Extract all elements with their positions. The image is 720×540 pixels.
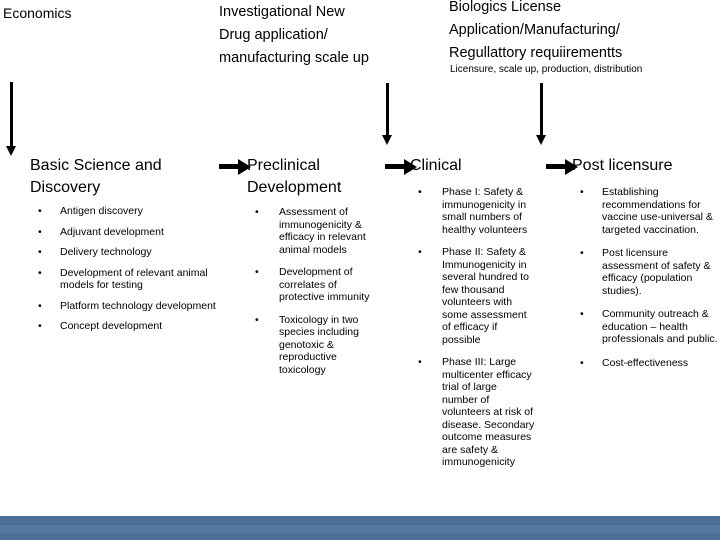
list-item: • Phase II: Safety & Immunogenicity in se… (410, 246, 535, 346)
arrow-head (238, 159, 251, 175)
list-item-label: Assessment of immunogenicity & efficacy … (279, 206, 366, 256)
list-item-label: Cost-effectiveness (602, 356, 689, 369)
list-item-label: Concept development (60, 320, 163, 332)
list-item: • Phase III: Large multicenter efficacy t… (410, 356, 535, 469)
footer-band (0, 516, 720, 540)
stage-bullet-list: • Phase I: Safety & immunogenicity in sma… (410, 186, 535, 469)
arrow-right-clinical-to-post-licensure (546, 159, 578, 175)
arrow-right-basic-to-preclinical (219, 159, 251, 175)
annotation-bla-line-1: Biologics License (449, 0, 562, 15)
arrow-down-bla (535, 83, 549, 147)
arrow-head (6, 146, 16, 156)
bullet-icon: • (580, 308, 584, 320)
bullet-icon: • (38, 266, 42, 279)
list-item-label: Phase I: Safety & immunogenicity in smal… (442, 186, 528, 236)
list-item: • Community outreach & education – health… (572, 308, 720, 346)
arrow-head (382, 135, 392, 145)
bullet-icon: • (38, 225, 42, 238)
list-item-label: Establishing recommendations for vaccine… (602, 186, 713, 236)
stage-post-licensure: Post licensure • Establishing recommendat… (572, 155, 720, 380)
bullet-icon: • (418, 356, 422, 368)
list-item-label: Delivery technology (60, 246, 152, 258)
annotation-bla-line-2: Application/Manufacturing/ (449, 22, 620, 38)
list-item-label: Development of correlates of protective … (279, 266, 370, 303)
arrow-shaft (546, 164, 568, 169)
bullet-icon: • (418, 186, 422, 198)
bullet-icon: • (418, 246, 422, 258)
annotation-ind-line-2: Drug application/ (219, 27, 328, 43)
list-item: • Assessment of immunogenicity & efficacy… (247, 206, 382, 256)
annotation-bla-subtitle: Licensure, scale up, production, distrib… (450, 64, 643, 75)
arrow-down-economics (5, 82, 19, 156)
list-item: • Toxicology in two species including gen… (247, 314, 382, 377)
bullet-icon: • (255, 206, 259, 218)
list-item-label: Phase III: Large multicenter efficacy tr… (442, 356, 535, 468)
list-item: • Delivery technology (30, 246, 225, 259)
stage-preclinical-development: Preclinical Development • Assessment of i… (247, 155, 382, 386)
bullet-icon: • (255, 313, 259, 326)
list-item: • Phase I: Safety & immunogenicity in sma… (410, 186, 535, 236)
stage-title: Post licensure (572, 157, 673, 174)
arrow-shaft (385, 164, 407, 169)
annotation-ind-line-3: manufacturing scale up (219, 50, 369, 66)
annotation-biologics-license-application: Biologics License Application/Manufactur… (449, 0, 622, 65)
bullet-icon: • (580, 356, 584, 369)
arrow-head (536, 135, 546, 145)
stage-basic-science-and-discovery: Basic Science and Discovery • Antigen dis… (30, 155, 225, 341)
list-item: • Post licensure assessment of safety & e… (572, 247, 720, 297)
arrow-shaft (540, 83, 543, 137)
arrow-right-preclinical-to-clinical (385, 159, 417, 175)
stage-title: Clinical (410, 157, 462, 174)
list-item: • Development of relevant animal models f… (30, 267, 225, 292)
stage-title: Basic Science and Discovery (30, 157, 162, 196)
bullet-icon: • (38, 320, 42, 332)
list-item: • Concept development (30, 320, 225, 333)
list-item-label: Post licensure assessment of safety & ef… (602, 247, 711, 297)
list-item: • Platform technology development (30, 300, 225, 313)
footer-band-sheen (0, 525, 720, 533)
list-item-label: Toxicology in two species including geno… (279, 313, 359, 376)
list-item: • Establishing recommendations for vaccin… (572, 186, 720, 236)
list-item: • Antigen discovery (30, 205, 225, 218)
arrow-head (404, 159, 417, 175)
list-item: • Development of correlates of protective… (247, 266, 382, 304)
bullet-icon: • (38, 205, 42, 217)
arrow-head (565, 159, 578, 175)
stage-title: Preclinical Development (247, 157, 342, 196)
bullet-icon: • (580, 247, 584, 259)
bullet-icon: • (38, 246, 42, 258)
list-item-label: Platform technology development (60, 299, 216, 312)
annotation-economics: Economics (3, 5, 72, 21)
stage-bullet-list: • Establishing recommendations for vaccin… (572, 186, 720, 369)
arrow-shaft (386, 83, 389, 137)
bullet-icon: • (255, 266, 259, 278)
stage-clinical: Clinical • Phase I: Safety & immunogenici… (410, 155, 535, 479)
bullet-icon: • (38, 299, 42, 312)
arrow-shaft (10, 82, 13, 148)
list-item-label: Antigen discovery (60, 205, 143, 217)
stage-bullet-list: • Antigen discovery • Adjuvant development… (30, 205, 225, 333)
stage-bullet-list: • Assessment of immunogenicity & efficacy… (247, 206, 382, 376)
list-item: • Cost-effectiveness (572, 357, 720, 370)
list-item-label: Phase II: Safety & Immunogenicity in sev… (442, 246, 529, 346)
annotation-bla-line-3: Regullattory requiirementts (449, 45, 623, 61)
arrow-shaft (219, 164, 241, 169)
bullet-icon: • (580, 186, 584, 198)
arrow-down-ind (381, 83, 395, 147)
list-item: • Adjuvant development (30, 226, 225, 239)
list-item-label: Adjuvant development (60, 225, 164, 238)
list-item-label: Community outreach & education – health … (602, 308, 718, 345)
annotation-investigational-new-drug: Investigational New Drug application/ ma… (219, 1, 369, 70)
annotation-ind-line-1: Investigational New (219, 4, 345, 20)
list-item-label: Development of relevant animal models fo… (60, 266, 208, 292)
